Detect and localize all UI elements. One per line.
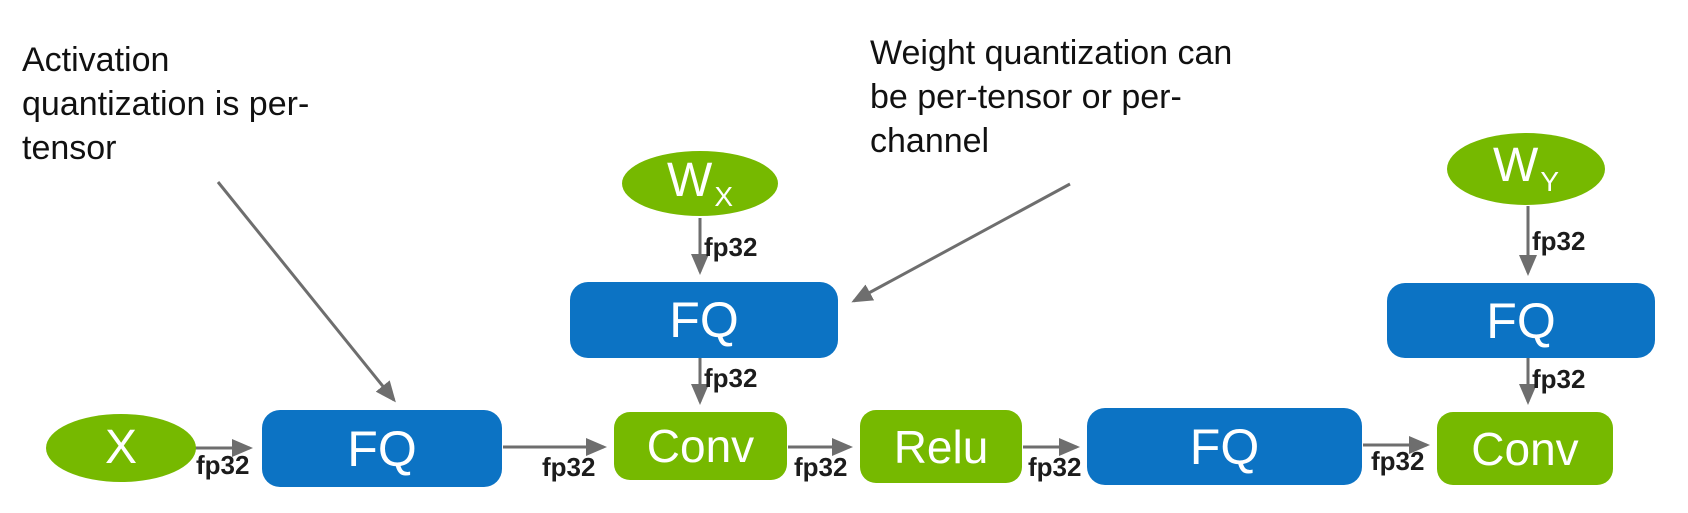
annotation-line: quantization is per- (22, 85, 310, 123)
conv1-node: Conv (614, 412, 787, 480)
node-label: X (104, 421, 137, 474)
edge-label-fp32: fp32 (542, 452, 596, 482)
edge-label-fp32: fp32 (794, 452, 848, 482)
node-label-subscript: Y (1540, 166, 1559, 197)
activation-annotation: Activation quantization is per- tensor (22, 38, 309, 170)
arrow-weight-annotation (851, 182, 1071, 303)
arrow-activation-annotation (216, 181, 396, 403)
node-label: Relu (893, 420, 989, 473)
node-label-base: W (1493, 139, 1539, 192)
weight-wy-node: WY (1447, 133, 1605, 205)
node-label-base: W (667, 153, 713, 207)
weight-annotation: Weight quantization can be per-tensor or… (870, 31, 1232, 163)
node-label: WY (1493, 142, 1559, 196)
annotation-line: Activation (22, 41, 170, 79)
node-label: FQ (1189, 418, 1260, 475)
node-label: FQ (347, 420, 417, 477)
edge-label-fp32: fp32 (1028, 452, 1082, 482)
weight-wx-node: WX (622, 151, 778, 216)
fq-activation2-node: FQ (1087, 408, 1362, 485)
edge-label-fp32: fp32 (704, 232, 758, 262)
annotation-line: tensor (22, 129, 117, 167)
node-label: WX (667, 153, 733, 212)
fq-weight-y-node: FQ (1387, 283, 1655, 358)
annotation-line: be per-tensor or per- (870, 78, 1182, 116)
edge-label-fp32: fp32 (1532, 364, 1586, 394)
node-label-subscript: X (714, 180, 733, 212)
edge-label-fp32: fp32 (704, 363, 758, 393)
node-label: FQ (1486, 292, 1556, 349)
conv2-node: Conv (1437, 412, 1613, 485)
relu-node: Relu (860, 410, 1022, 483)
annotation-line: Weight quantization can (870, 34, 1233, 72)
fq-activation-node: FQ (262, 410, 502, 487)
edge-label-fp32: fp32 (1532, 226, 1586, 256)
annotation-line: channel (870, 122, 990, 160)
input-x-node: X (46, 414, 196, 482)
node-label: Conv (1471, 422, 1579, 475)
node-label: FQ (669, 292, 739, 348)
edge-label-fp32: fp32 (196, 450, 250, 480)
node-label: Conv (646, 420, 755, 472)
edge-label-fp32: fp32 (1371, 446, 1425, 476)
fq-weight-x-node: FQ (570, 282, 838, 358)
